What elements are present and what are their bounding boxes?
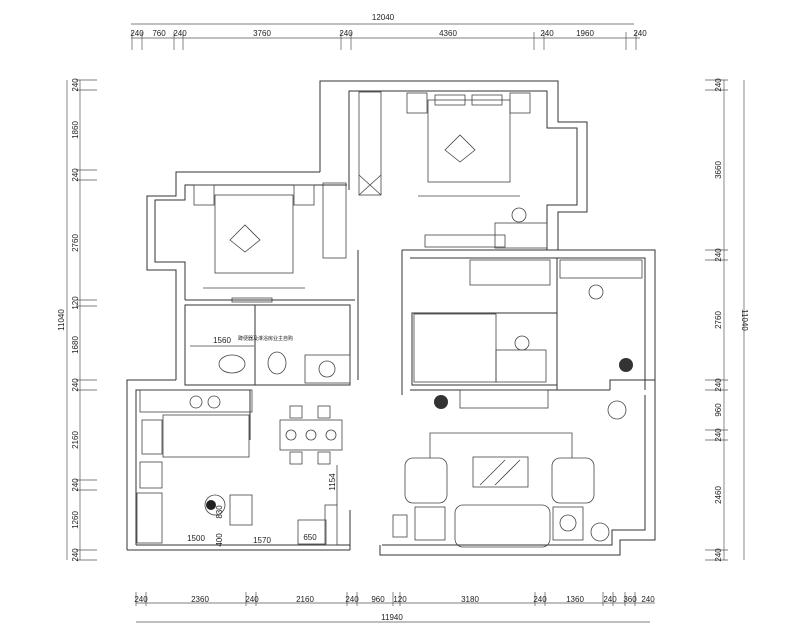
dim-label: 240 <box>130 29 144 38</box>
dim-label: 240 <box>173 29 187 38</box>
kitchen <box>136 389 253 544</box>
dim-label: 240 <box>714 548 723 562</box>
dim-label: 240 <box>633 29 647 38</box>
dim-label: 240 <box>71 78 80 92</box>
dim-label: 1680 <box>71 336 80 354</box>
entry-dim-1500: 1500 <box>187 534 205 543</box>
third-bed <box>413 313 547 383</box>
dim-label: 240 <box>540 29 554 38</box>
top-overall-dimension: 12040 <box>372 13 395 22</box>
dim-label: 3180 <box>461 595 479 604</box>
dim-label: 2460 <box>714 486 723 504</box>
entry-dim-1570: 1570 <box>253 536 271 545</box>
second-wardrobe <box>322 182 347 259</box>
dim-label: 240 <box>533 595 547 604</box>
dim-label: 240 <box>714 428 723 442</box>
dim-label: 960 <box>714 403 723 417</box>
master-wardrobe <box>358 91 382 196</box>
dim-label: 360 <box>623 595 637 604</box>
dim-label: 240 <box>134 595 148 604</box>
dim-label: 4360 <box>439 29 457 38</box>
dim-label: 240 <box>71 378 80 392</box>
dim-label: 1860 <box>71 121 80 139</box>
dim-label: 240 <box>71 548 80 562</box>
plant-icon <box>434 395 448 409</box>
dim-label: 120 <box>71 296 80 310</box>
walls <box>126 80 656 556</box>
dim-label: 240 <box>603 595 617 604</box>
bottom-overall-dimension: 11940 <box>381 613 403 622</box>
dim-label: 240 <box>245 595 259 604</box>
right-dimension-chain: 11040 240 3660 240 2760 240 960 240 2460 240 <box>705 78 749 562</box>
dim-label: 240 <box>71 478 80 492</box>
entry-dim-400: 400 <box>215 533 224 547</box>
bottom-dimension-chain: 11940 240 2360 240 2160 240 960 120 3180… <box>134 592 655 623</box>
fourth-room-desk <box>559 259 643 372</box>
dim-label: 1960 <box>576 29 594 38</box>
dim-label: 240 <box>339 29 353 38</box>
left-overall-dimension: 11040 <box>57 309 66 331</box>
dim-label: 2160 <box>296 595 314 604</box>
dim-label: 760 <box>152 29 166 38</box>
study-desk <box>424 207 548 249</box>
dining-gap-dimension: 1154 <box>328 473 337 491</box>
dim-label: 960 <box>371 595 385 604</box>
dim-label: 120 <box>393 595 407 604</box>
bathroom-note: 蹲便器及淋浴房业主自购 <box>238 335 293 342</box>
dim-label: 2760 <box>714 311 723 329</box>
entry-dim-830: 830 <box>215 505 224 519</box>
dim-label: 240 <box>714 378 723 392</box>
dim-label: 2160 <box>71 431 80 449</box>
dim-label: 2360 <box>191 595 209 604</box>
dim-label: 1360 <box>566 595 584 604</box>
entry-area: 830 1500 400 1570 650 <box>187 494 338 547</box>
dim-label: 240 <box>714 248 723 262</box>
dim-label: 240 <box>714 78 723 92</box>
top-dimension-chain: 12040 240 760 240 3760 240 4360 240 1960… <box>130 13 647 50</box>
plant-icon <box>619 358 633 372</box>
dim-label: 240 <box>71 168 80 182</box>
entry-dim-650: 650 <box>303 533 317 542</box>
dining-table: 1154 <box>279 405 343 505</box>
left-dimension-chain: 11040 240 1860 240 2760 120 1680 240 2160 240 126… <box>57 78 97 562</box>
dim-label: 3760 <box>253 29 271 38</box>
bath-width-dimension: 1560 <box>213 336 231 345</box>
second-bed <box>193 184 315 303</box>
dim-label: 240 <box>345 595 359 604</box>
living-room-furniture <box>392 389 627 548</box>
dim-label: 1260 <box>71 511 80 529</box>
dim-label: 3660 <box>714 161 723 179</box>
dim-label: 2760 <box>71 234 80 252</box>
third-wardrobe <box>469 259 551 286</box>
master-bed <box>406 92 531 197</box>
right-overall-dimension: 11040 <box>740 309 749 331</box>
bathroom-fixtures: 1560 蹲便器及淋浴房业主自购 <box>190 335 351 384</box>
dim-label: 240 <box>641 595 655 604</box>
